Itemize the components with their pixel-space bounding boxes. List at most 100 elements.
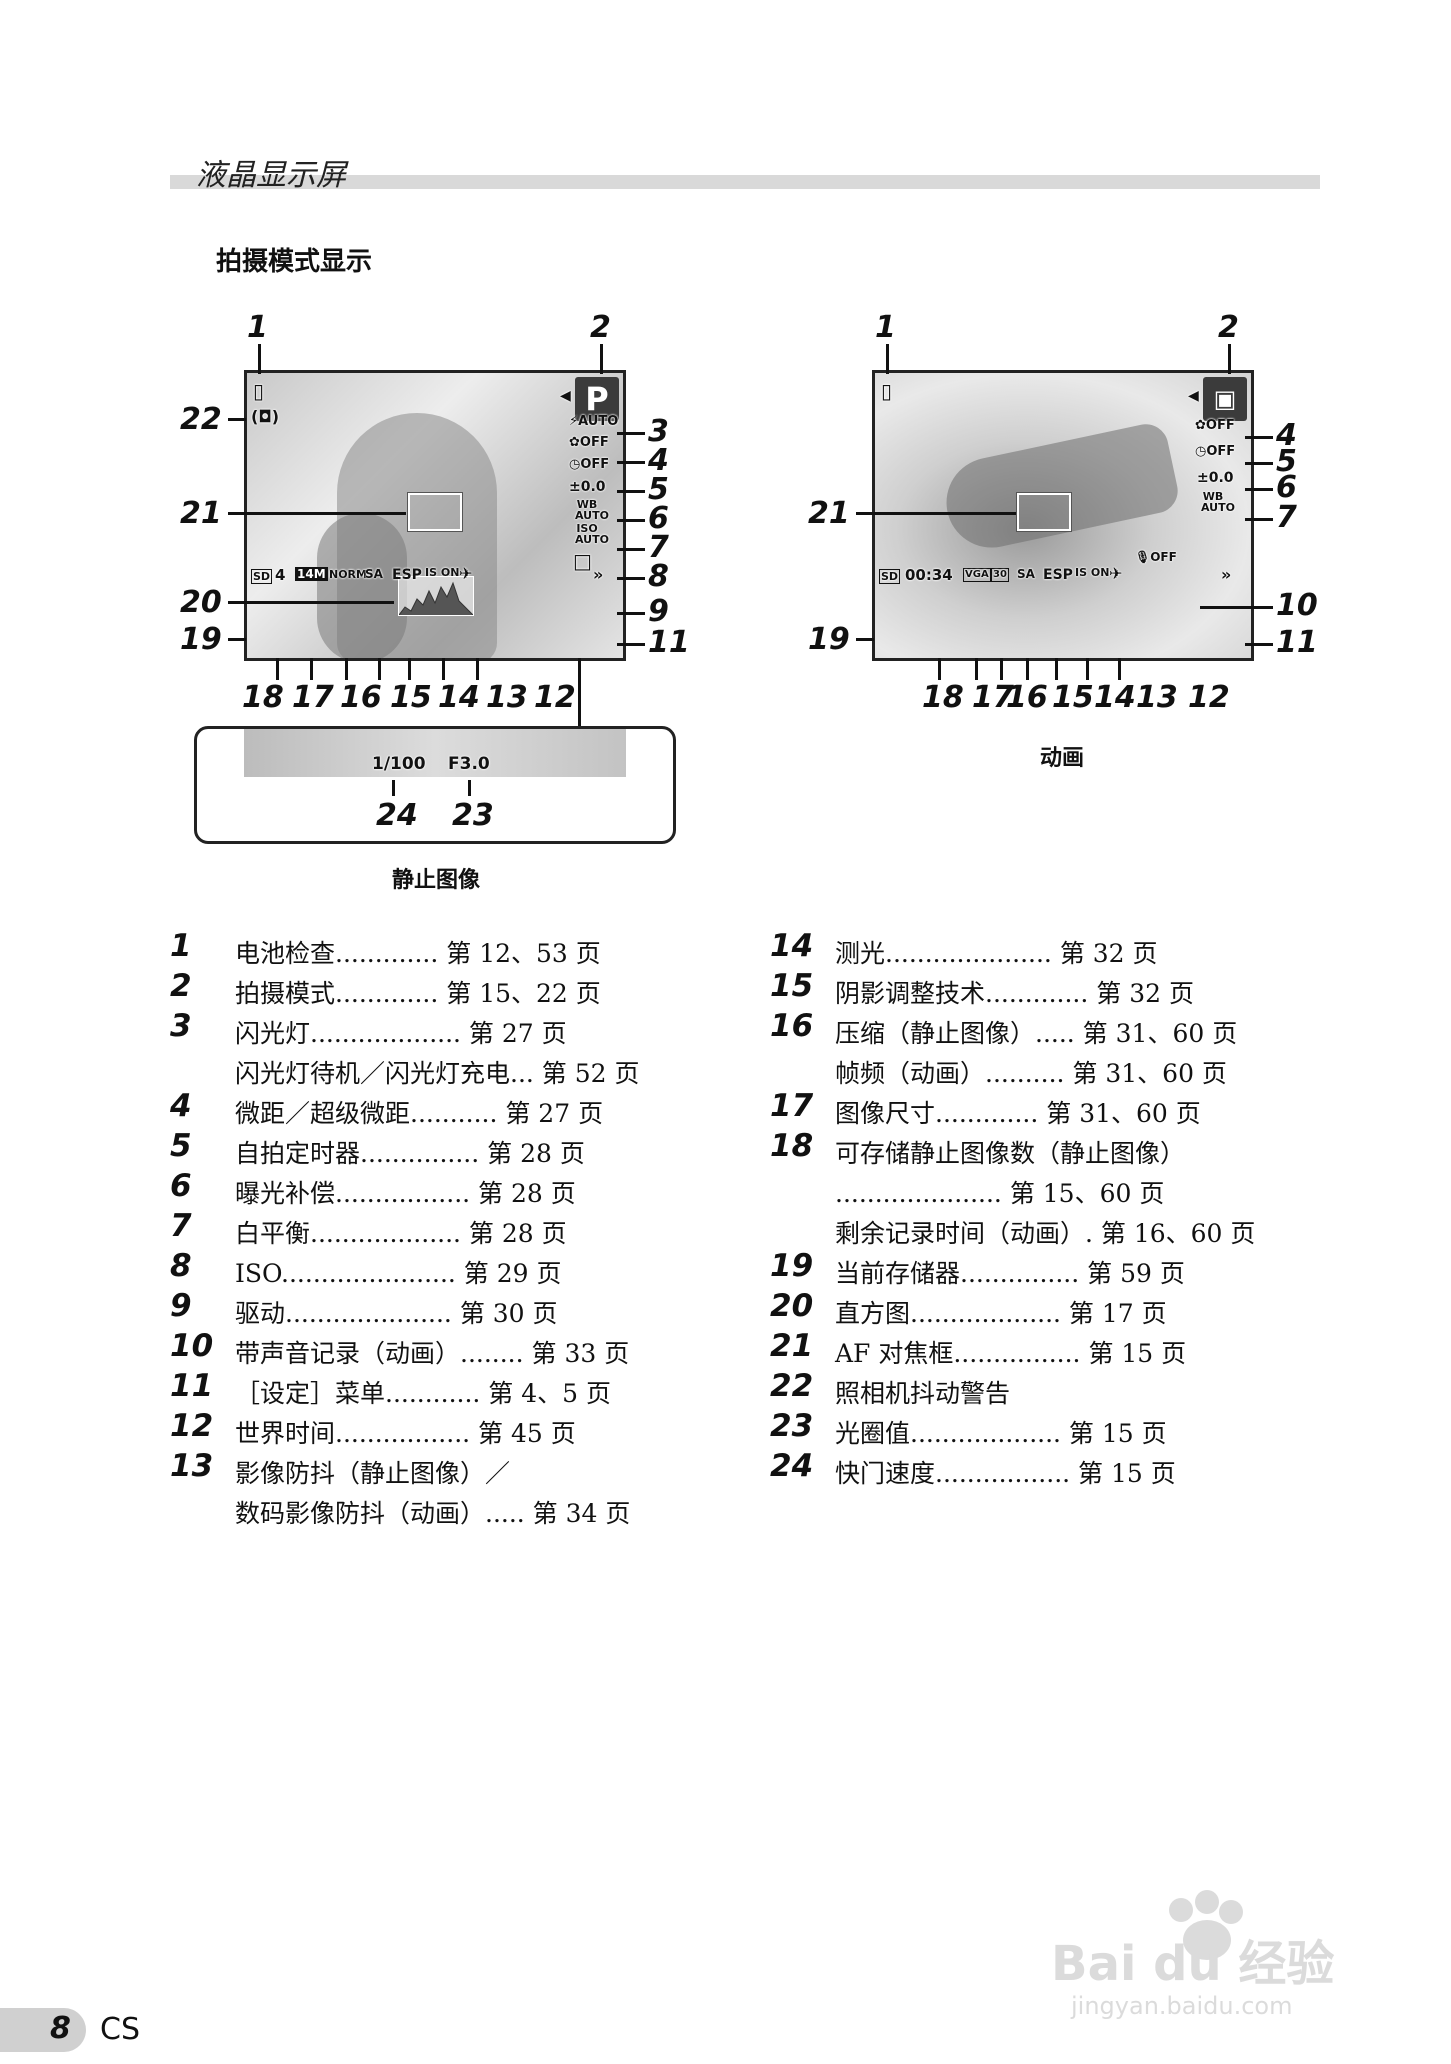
legend-description: 微距／超级微距........... 第 27 页 [235, 1099, 604, 1128]
legend-number: 5 [170, 1128, 192, 1164]
legend-number: 24 [770, 1448, 814, 1484]
exposure-compensation: ±0.0 [569, 479, 606, 495]
shadow-adjust-icon: SA [365, 567, 383, 581]
leader-line [468, 780, 471, 796]
callout-12: 12 [534, 680, 576, 715]
callout-13: 13 [1136, 680, 1178, 715]
legend-description: 帧频（动画）.......... 第 31、60 页 [835, 1059, 1227, 1088]
legend-number: 18 [770, 1128, 814, 1164]
metering-icon: ESP [392, 567, 422, 583]
callout-4: 4 [1276, 418, 1297, 453]
shots-remaining: 4 [275, 566, 286, 584]
legend-number: 17 [770, 1088, 814, 1124]
callout-23: 23 [452, 798, 494, 833]
legend-description: 数码影像防抖（动画）..... 第 34 页 [235, 1499, 631, 1528]
record-time: 00:34 [905, 566, 953, 584]
legend-number: 7 [170, 1208, 192, 1244]
image-size-icon: 14M [295, 567, 328, 581]
leader-line [617, 461, 645, 464]
leader-line [1228, 344, 1231, 374]
legend-description: 拍摄模式............. 第 15、22 页 [235, 979, 601, 1008]
leader-line [856, 638, 874, 641]
leader-line [1245, 518, 1273, 521]
legend-item: 数码影像防抖（动画）..... 第 34 页 [170, 1488, 730, 1528]
exposure-compensation: ±0.0 [1197, 470, 1234, 486]
af-target-frame [408, 493, 462, 531]
stabilization-icon: IS ON [1075, 566, 1110, 579]
leader-line [1245, 436, 1273, 439]
legend-description: ［设定］菜单............ 第 4、5 页 [235, 1379, 612, 1408]
callout-2: 2 [1218, 310, 1239, 345]
shadow-adjust-icon: SA [1017, 567, 1035, 581]
callout-17: 17 [972, 680, 1014, 715]
self-timer-icon: ◷OFF [569, 457, 610, 472]
af-target-frame [1017, 493, 1071, 531]
legend-number: 23 [770, 1408, 814, 1444]
legend-description: 剩余记录时间（动画）. 第 16、60 页 [835, 1219, 1256, 1248]
legend-description: 闪光灯待机／闪光灯充电... 第 52 页 [235, 1059, 640, 1088]
callout-5: 5 [648, 472, 669, 507]
callout-19: 19 [180, 622, 222, 657]
callout-16: 16 [1006, 680, 1048, 715]
legend-description: 带声音记录（动画）........ 第 33 页 [235, 1339, 630, 1368]
legend-description: ..................... 第 15、60 页 [835, 1179, 1165, 1208]
leader-line [378, 658, 381, 680]
leader-line [886, 344, 889, 374]
leader-line [600, 344, 603, 374]
legend-number: 16 [770, 1008, 814, 1044]
leader-line [442, 658, 445, 680]
memory-card-icon: SD [879, 569, 901, 584]
leader-line [617, 519, 645, 522]
legend-description: 曝光补偿................. 第 28 页 [235, 1179, 576, 1208]
page-number-badge [0, 2008, 86, 2052]
callout-16: 16 [340, 680, 382, 715]
leader-line [617, 490, 645, 493]
legend-item: 11［设定］菜单............ 第 4、5 页 [170, 1368, 730, 1408]
legend-description: 测光..................... 第 32 页 [835, 939, 1158, 968]
camera-shake-icon: (◘) [251, 407, 280, 426]
leader-line [617, 548, 645, 551]
leader-line [856, 512, 1016, 515]
still-image-screen: P ◀ ▯ (◘) ⚡AUTO ✿OFF ◷OFF ±0.0 WB AUTO I… [244, 370, 626, 661]
photo-subject-dolphin [938, 420, 1182, 556]
callout-5: 5 [1276, 444, 1297, 479]
aperture: F3.0 [448, 754, 490, 774]
leader-line [938, 658, 941, 680]
callout-12: 12 [1188, 680, 1230, 715]
leader-line [228, 512, 406, 515]
subsection-title: 拍摄模式显示 [216, 247, 373, 277]
callout-9: 9 [648, 594, 669, 629]
legend-number: 9 [170, 1288, 192, 1324]
memory-card-icon: SD [251, 569, 273, 584]
movie-caption: 动画 [1040, 746, 1085, 771]
callout-6: 6 [648, 501, 669, 536]
legend-number: 13 [170, 1448, 214, 1484]
callout-17: 17 [292, 680, 334, 715]
callout-4: 4 [648, 443, 669, 478]
callout-7: 7 [1276, 500, 1297, 535]
histogram-graph [398, 581, 474, 616]
stabilization-icon: IS ON [425, 566, 460, 579]
callout-18: 18 [922, 680, 964, 715]
drive-icon: □ [573, 549, 592, 573]
legend-description: 世界时间................. 第 45 页 [235, 1419, 576, 1448]
leader-line [617, 612, 645, 615]
leader-line [1086, 658, 1089, 680]
legend-description: 影像防抖（静止图像）／ [235, 1459, 511, 1488]
leader-line [1245, 488, 1273, 491]
leader-line [276, 658, 279, 680]
leader-line [617, 432, 645, 435]
legend-description: 直方图................... 第 17 页 [835, 1299, 1167, 1328]
leader-line [408, 658, 411, 680]
